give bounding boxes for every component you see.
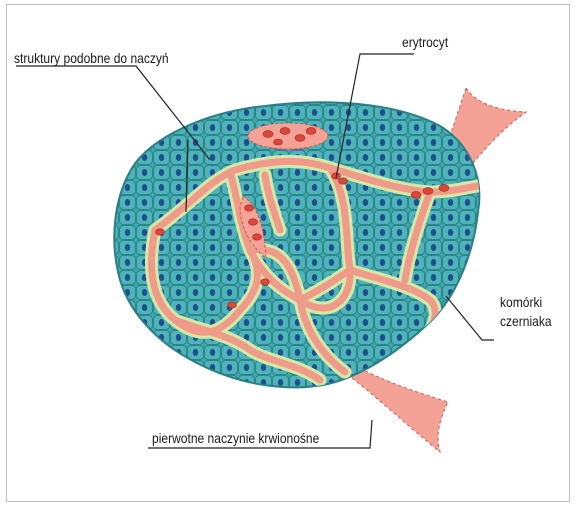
lacuna-top (248, 123, 328, 149)
leader-melanoma (446, 296, 494, 340)
label-melanoma-cells-line2: czerniaka (500, 313, 552, 329)
primitive-vessel-lower (344, 360, 448, 452)
label-melanoma-cells-line1: komórki (500, 294, 542, 310)
label-vessel-like-structures: struktury podobne do naczyń (14, 50, 169, 66)
label-erythrocyte: erytrocyt (402, 34, 448, 50)
label-primitive-blood-vessel: pierwotne naczynie krwionośne (152, 430, 319, 446)
